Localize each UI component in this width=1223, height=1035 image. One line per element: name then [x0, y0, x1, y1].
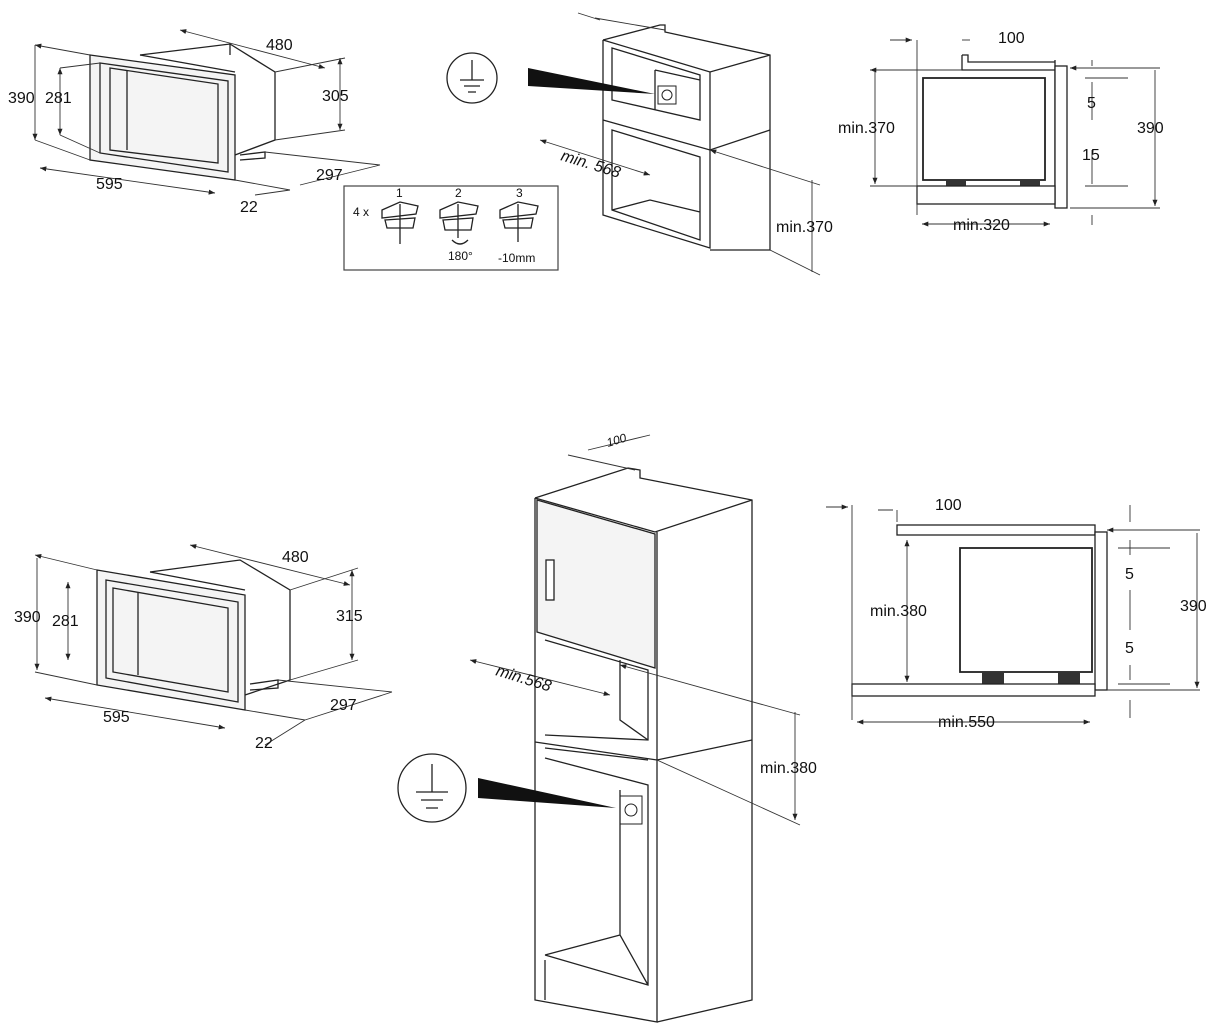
bottom-side-bottom-gap-label: 5 — [1125, 640, 1134, 657]
top-side-bottom-gap-label: 15 — [1082, 147, 1100, 164]
steps-multiplier: 4 x — [353, 205, 369, 219]
bottom-side-view: 100 min.380 390 5 5 min.550 — [826, 497, 1207, 731]
step-2-label: 2 — [455, 186, 462, 200]
top-height-outer-label: 390 — [8, 90, 35, 107]
tall-cabinet-height-label: min.380 — [760, 760, 817, 777]
tall-cabinet-width-label: min.568 — [494, 663, 554, 696]
top-width-label: 595 — [96, 176, 123, 193]
tall-cabinet-gap-label: 100 — [605, 431, 629, 450]
adjust-label: -10mm — [498, 251, 535, 265]
power-socket-icon-2 — [619, 795, 643, 825]
top-microwave-drawing: 480 390 281 305 595 297 22 — [8, 29, 381, 216]
bottom-side-top-gap-label: 5 — [1125, 566, 1134, 583]
bottom-height-outer-label: 390 — [14, 609, 41, 626]
bottom-frame-offset-label: 22 — [255, 735, 273, 752]
bottom-height-inner-label: 281 — [52, 613, 79, 630]
top-side-total-label: 390 — [1137, 120, 1164, 137]
top-frame-offset-label: 22 — [240, 199, 258, 216]
bracket-adjust-steps: 4 x 1 2 3 180° -10mm — [343, 185, 559, 271]
bottom-microwave-drawing: 480 390 281 315 595 297 22 — [14, 544, 393, 752]
earth-ground-icon-2 — [397, 753, 467, 823]
bottom-depth-label: 480 — [282, 549, 309, 566]
top-height-inner-label: 281 — [45, 90, 72, 107]
top-cabinet-drawing: min. 568 min.370 — [446, 12, 833, 276]
top-side-height-label: min.370 — [838, 120, 895, 137]
step-1-label: 1 — [396, 186, 403, 200]
rotation-label: 180° — [448, 249, 473, 263]
bottom-side-gap-label: 100 — [935, 497, 962, 514]
power-socket-icon — [657, 85, 677, 105]
top-side-gap-label: 100 — [998, 30, 1025, 47]
earth-ground-icon — [446, 52, 498, 104]
top-side-view: 100 min.370 390 5 15 min.320 — [838, 30, 1164, 234]
top-side-depth-label: 297 — [316, 167, 343, 184]
ground-pointer-2 — [478, 778, 616, 808]
bottom-side-height-label: min.380 — [870, 603, 927, 620]
top-side-depth-label: min.320 — [953, 217, 1010, 234]
tall-cabinet-drawing: 100 min.568 min.380 — [397, 431, 817, 1023]
bottom-side-total-label: 390 — [1180, 598, 1207, 615]
bottom-width-label: 595 — [103, 709, 130, 726]
bottom-side-depth-label: 297 — [330, 697, 357, 714]
bracket-icon-3 — [499, 201, 539, 242]
top-box-height-label: 305 — [322, 88, 349, 105]
bracket-icon-1 — [381, 201, 419, 244]
top-depth-label: 480 — [266, 37, 293, 54]
step-3-label: 3 — [516, 186, 523, 200]
top-cabinet-height-label: min.370 — [776, 219, 833, 236]
door-handle — [545, 559, 555, 601]
bottom-box-height-label: 315 — [336, 608, 363, 625]
top-side-top-gap-label: 5 — [1087, 95, 1096, 112]
bottom-side-depth-label: min.550 — [938, 714, 995, 731]
ground-pointer — [528, 68, 655, 94]
top-cabinet-width-label: min. 568 — [559, 148, 623, 182]
bracket-icon-2 — [439, 201, 479, 245]
